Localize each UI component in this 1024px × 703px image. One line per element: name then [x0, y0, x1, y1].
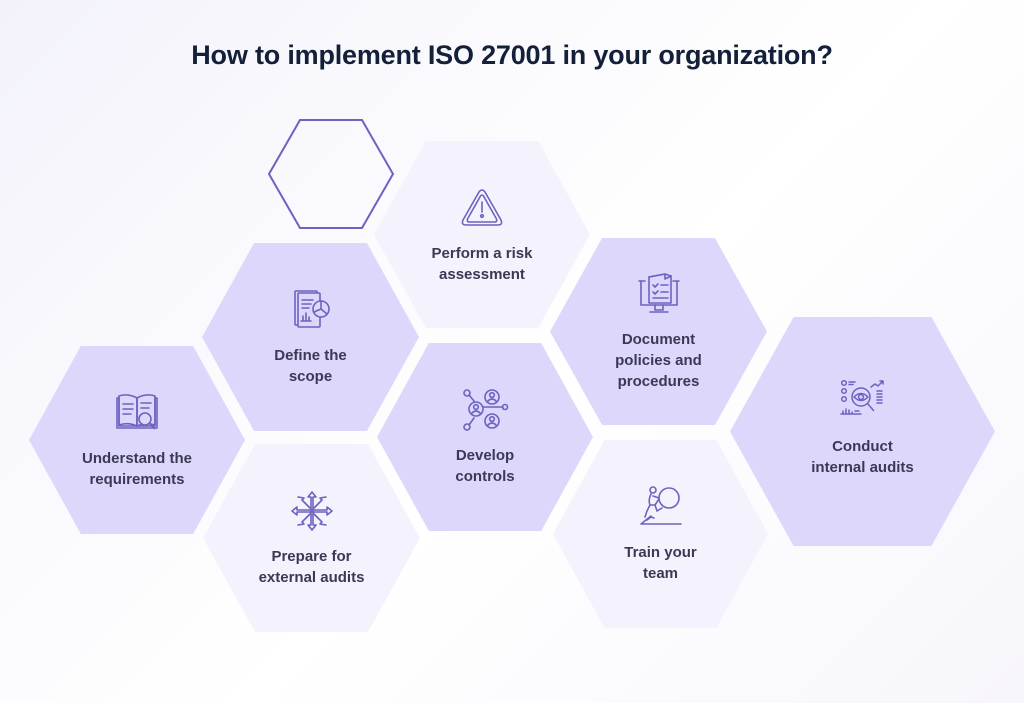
- step-label: Perform a risk assessment: [431, 244, 533, 283]
- step-document-policies: Document policies and procedures: [550, 238, 767, 425]
- step-label: Define the scope: [274, 347, 347, 385]
- page-title: How to implement ISO 27001 in your organ…: [191, 40, 833, 70]
- step-label: Develop controls: [455, 447, 515, 485]
- monitor-checklist-icon: [635, 271, 683, 317]
- people-network-icon: [461, 387, 509, 433]
- step-label: Conduct internal audits: [811, 437, 914, 476]
- step-perform-risk-assessment: Perform a risk assessment: [374, 141, 590, 328]
- step-prepare-external-audits: Prepare for external audits: [203, 444, 420, 632]
- report-chart-icon: [287, 287, 335, 333]
- step-understand-requirements: Understand the requirements: [29, 346, 245, 534]
- eye-magnifier-analytics-icon: [839, 378, 887, 424]
- decorative-outline-hexagon: [267, 119, 395, 229]
- step-conduct-internal-audits: Conduct internal audits: [730, 317, 995, 546]
- step-train-team: Train your team: [553, 440, 768, 628]
- person-pushing-boulder-icon: [637, 484, 685, 530]
- arrows-outward-icon: [288, 488, 336, 534]
- book-magnifier-icon: [113, 390, 161, 436]
- step-label: Train your team: [624, 544, 697, 582]
- step-develop-controls: Develop controls: [377, 343, 593, 531]
- step-label: Understand the requirements: [81, 450, 192, 488]
- warning-triangle-icon: [458, 185, 506, 231]
- step-define-scope: Define the scope: [202, 243, 419, 431]
- step-label: Document policies and procedures: [615, 331, 702, 390]
- step-label: Prepare for external audits: [258, 548, 365, 586]
